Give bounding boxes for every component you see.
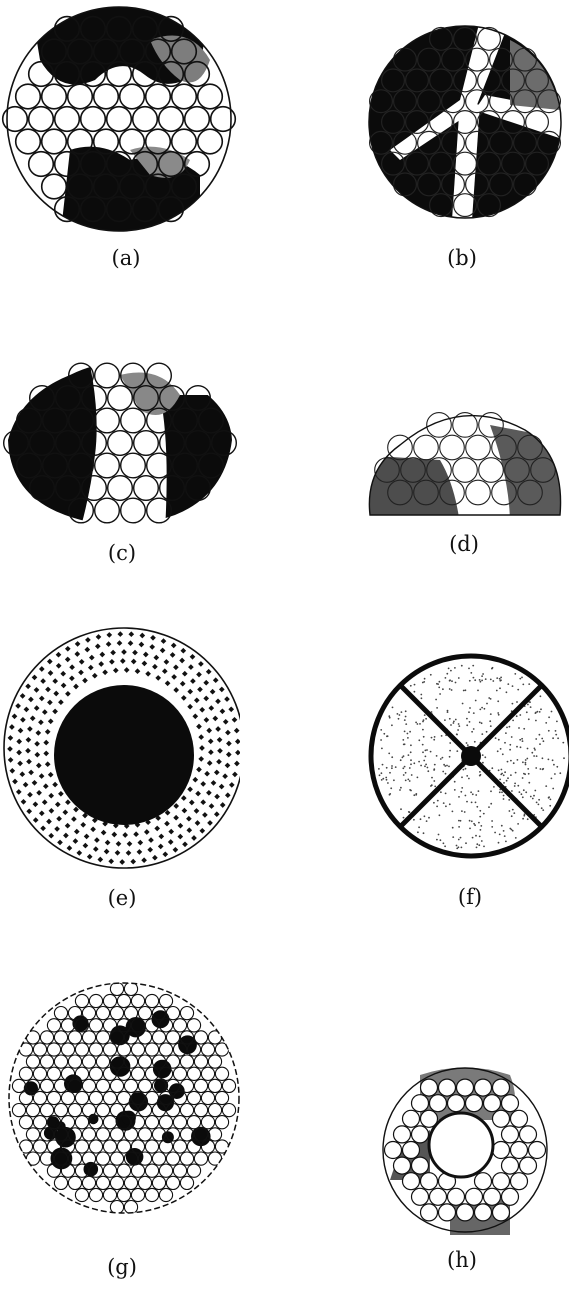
panel-g: (g) — [0, 965, 240, 1290]
panel-f-image — [360, 640, 569, 880]
panel-d: (d) — [360, 400, 569, 575]
panel-h: (h) — [360, 1060, 569, 1290]
panel-c-label: (c) — [92, 541, 152, 565]
panel-d-image — [360, 400, 569, 525]
panel-g-label: (g) — [92, 1255, 152, 1279]
panel-e-label: (e) — [92, 886, 152, 910]
panel-b-image — [360, 0, 569, 240]
panel-c: (c) — [0, 355, 240, 575]
panel-g-image — [0, 965, 240, 1235]
panel-f-label: (f) — [440, 885, 500, 909]
panel-h-image — [360, 1060, 569, 1240]
panel-d-label: (d) — [434, 532, 494, 556]
panel-h-label: (h) — [432, 1248, 492, 1272]
panel-f: (f) — [360, 640, 569, 910]
panel-a-label: (a) — [96, 246, 156, 270]
panel-b-label: (b) — [432, 246, 492, 270]
panel-e-image — [0, 620, 240, 880]
panel-a: (a) — [0, 0, 240, 290]
panel-e: (e) — [0, 620, 240, 910]
panel-b: (b) — [360, 0, 569, 290]
panel-c-image — [0, 355, 240, 530]
panel-a-image — [0, 0, 240, 240]
